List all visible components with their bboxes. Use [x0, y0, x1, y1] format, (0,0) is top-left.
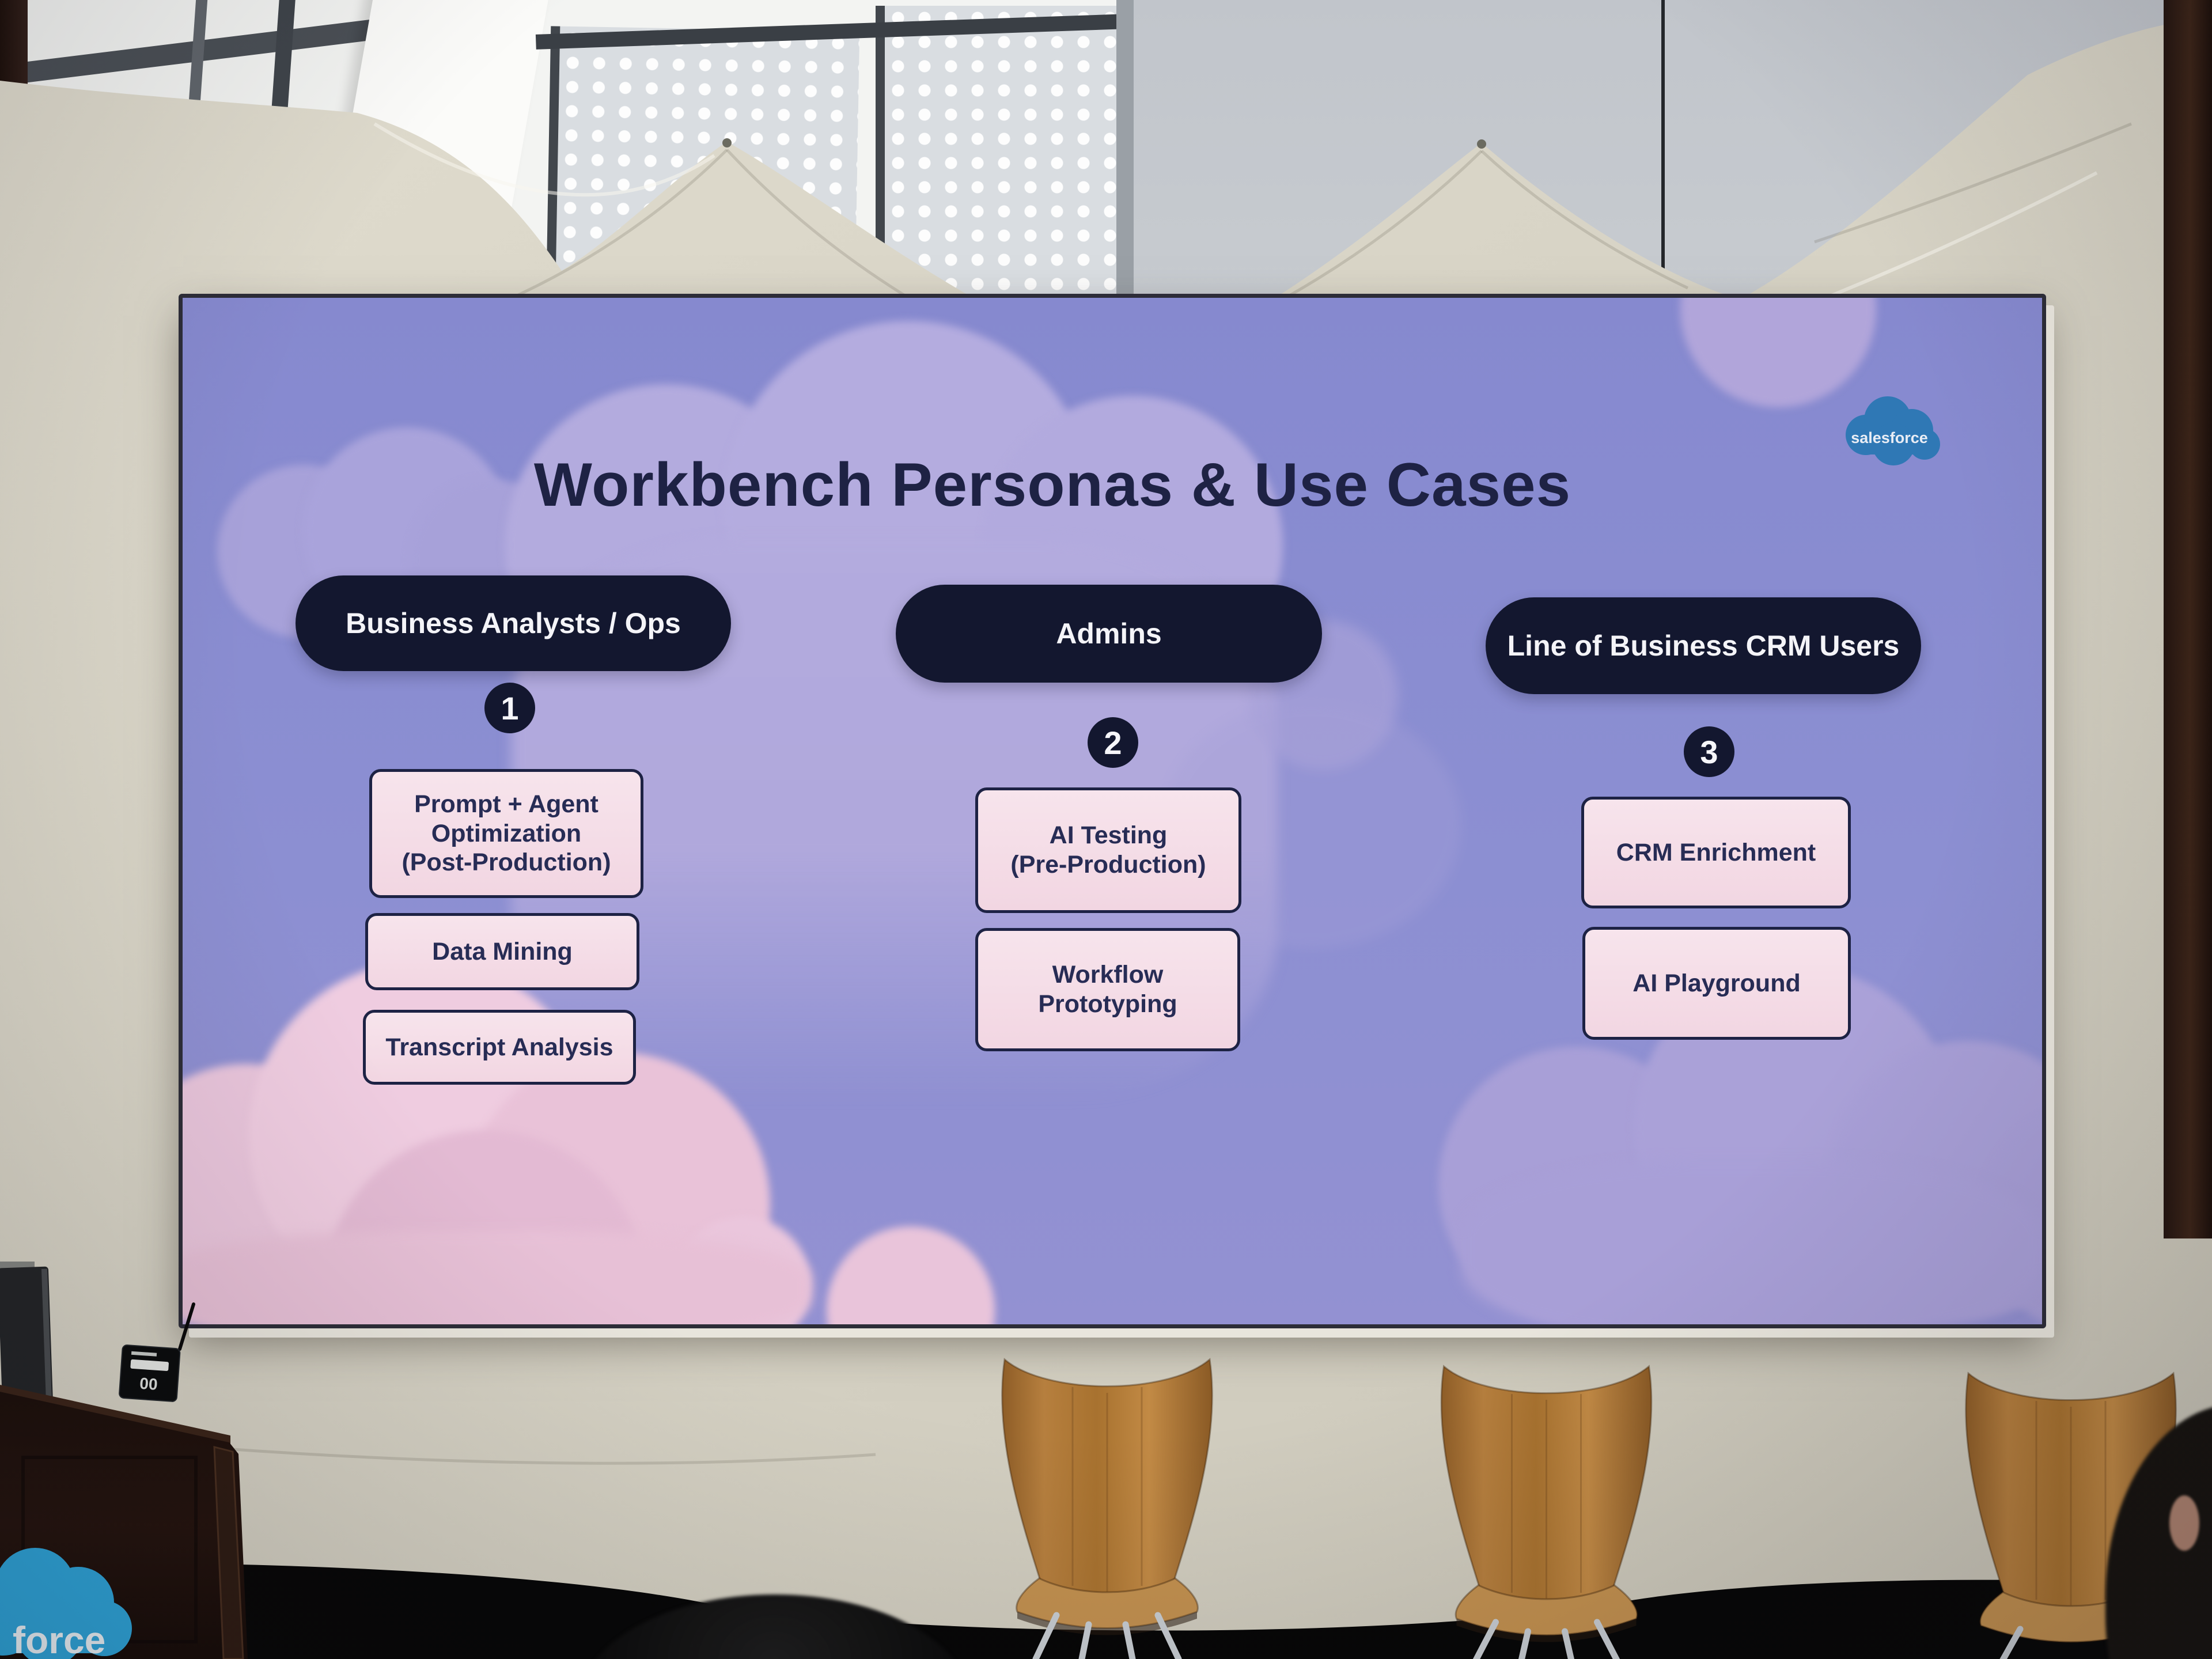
wooden-chair [1001, 1358, 1213, 1659]
wood-column-right [2164, 0, 2212, 1238]
usecase-box-transcript-analysis: Transcript Analysis [363, 1010, 636, 1085]
persona-number: 1 [501, 690, 519, 726]
grommet-dot [722, 138, 732, 147]
usecase-box-ai-testing: AI Testing (Pre-Production) [975, 787, 1241, 913]
usecase-box-workflow-prototyping: Workflow Prototyping [975, 928, 1240, 1051]
persona-number: 2 [1104, 724, 1122, 761]
persona-number-badge-2: 2 [1088, 717, 1138, 768]
timer-antenna [178, 1302, 195, 1351]
timer-display: 00 [139, 1374, 158, 1393]
slide-title: Workbench Personas & Use Cases [533, 450, 1571, 519]
led-screen-slide: Workbench Personas & Use Cases salesforc… [179, 294, 2046, 1328]
usecase-box-data-mining: Data Mining [365, 913, 639, 990]
podium-logo-text: force [13, 1619, 105, 1659]
wood-column-left [0, 0, 28, 95]
persona-pill-business-analysts: Business Analysts / Ops [296, 575, 731, 671]
persona-number-badge-3: 3 [1684, 726, 1734, 777]
cloud-graphic [1461, 1162, 2042, 1324]
cloud-graphic [1680, 298, 1876, 407]
usecase-box-crm-enrichment: CRM Enrichment [1581, 797, 1851, 908]
salesforce-logo-text: salesforce [1851, 429, 1928, 446]
salesforce-cloud-podium-logo: force [0, 1548, 132, 1659]
persona-number: 3 [1700, 733, 1718, 770]
persona-pill-lob-crm-users: Line of Business CRM Users [1486, 597, 1921, 694]
persona-pill-label: Business Analysts / Ops [346, 607, 681, 639]
salesforce-logo: salesforce [1846, 396, 1940, 465]
cloud-graphic [183, 1231, 810, 1324]
usecase-box-prompt-agent-optimization: Prompt + Agent Optimization (Post-Produc… [369, 769, 643, 898]
persona-pill-label: Line of Business CRM Users [1507, 630, 1900, 662]
persona-number-badge-1: 1 [484, 683, 535, 733]
grommet-dot [1477, 139, 1486, 149]
persona-pill-label: Admins [1056, 618, 1162, 650]
laptop [0, 1266, 53, 1406]
persona-pill-admins: Admins [896, 585, 1322, 683]
audience-ear [2169, 1495, 2199, 1551]
hanging-cable [1661, 0, 1665, 300]
cloud-graphic [827, 1226, 995, 1324]
wooden-chair [1440, 1365, 1653, 1659]
speaker-timer: 00 [119, 1344, 181, 1402]
podium-corner-stile [213, 1446, 244, 1659]
usecase-box-ai-playground: AI Playground [1582, 927, 1851, 1040]
